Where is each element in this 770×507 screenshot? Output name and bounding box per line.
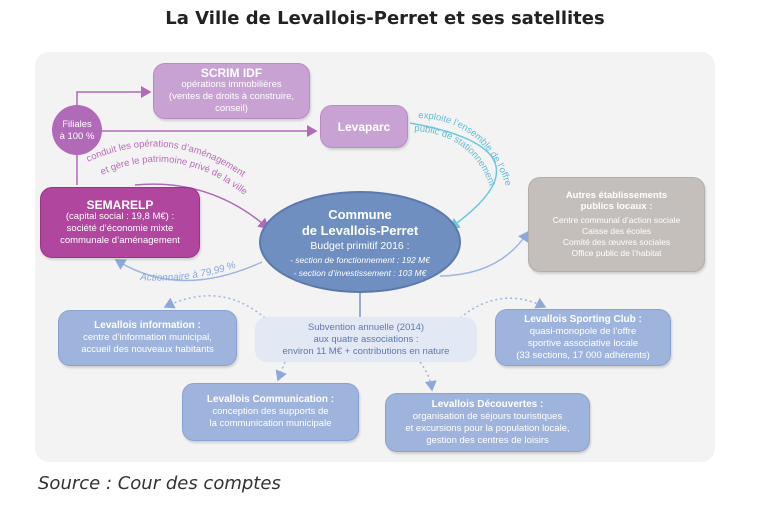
levallois-information-box: Levallois information : centre d’informa…	[58, 310, 237, 366]
decouvertes-line: et excursions pour la population locale,	[405, 422, 570, 434]
autres-line: Caisse des écoles	[582, 226, 651, 236]
subvention-line: Subvention annuelle (2014)	[307, 321, 425, 333]
commune-budget-line: - section d’investissement : 103 M€	[293, 267, 427, 278]
scrim-line: conseil)	[215, 103, 248, 114]
subvention-box: Subvention annuelle (2014) aux quatre as…	[255, 317, 477, 362]
communication-line: la communication municipale	[209, 418, 332, 429]
autres-line: Comité des œuvres sociales	[562, 237, 671, 247]
levaparc-to-commune-arrow	[409, 122, 498, 229]
filiales-circle	[52, 105, 102, 155]
decouvertes-line: gestion des centres de loisirs	[426, 434, 549, 446]
semarelp-line: société d’économie mixte	[66, 222, 174, 234]
sporting-line: sportive associative locale	[527, 337, 639, 349]
actionnaire-label: Actionnaire à 79,99 %	[139, 260, 238, 284]
svg-text:public de stationnement: public de stationnement	[414, 123, 498, 188]
semarelp-box: SEMARELP (capital social : 19,8 M€) : so…	[40, 187, 200, 258]
decouvertes-name: Levallois Découvertes :	[431, 398, 544, 410]
autres-title-line1: Autres établissements	[565, 190, 668, 201]
commune-to-autres-arrow	[439, 230, 529, 277]
commune-ellipse	[259, 191, 461, 293]
scrim-line: opérations immobilières	[181, 79, 282, 90]
filiales-line1: Filiales	[62, 119, 92, 130]
decouvertes-line: organisation de séjours touristiques	[412, 410, 563, 422]
sporting-line: quasi-monopole de l’offre	[529, 325, 637, 337]
subvention-line: environ 11 M€ + contributions en nature	[282, 345, 450, 357]
sporting-name: Levallois Sporting Club :	[524, 313, 642, 325]
levallois-sporting-club-box: Levallois Sporting Club : quasi-monopole…	[495, 309, 671, 366]
info-line: centre d’information municipal,	[83, 332, 212, 343]
scrim-idf-box: SCRIM IDF opérations immobilières (vente…	[153, 63, 310, 119]
svg-text:Actionnaire à 79,99 %: Actionnaire à 79,99 %	[139, 260, 238, 284]
subvention-line: aux quatre associations :	[313, 333, 419, 345]
source-caption: Source : Cour des comptes	[38, 473, 281, 494]
info-line: accueil des nouveaux habitants	[81, 344, 214, 355]
commune-name-line2: de Levallois-Perret	[301, 222, 419, 238]
scrim-line: (ventes de droits à construire,	[168, 91, 295, 102]
communication-line: conception des supports de	[212, 406, 329, 417]
autres-line: Centre communal d’action sociale	[552, 215, 681, 225]
filiales-line2: à 100 %	[59, 131, 95, 142]
semarelp-to-commune-arrow	[134, 183, 270, 229]
filiales-to-scrim-arrow	[76, 86, 152, 105]
levallois-decouvertes-box: Levallois Découvertes : organisation de …	[385, 393, 590, 452]
levaparc-box: Levaparc	[320, 105, 408, 148]
semarelp-line: (capital social : 19,8 M€) :	[65, 210, 175, 222]
info-name: Levallois information :	[94, 320, 201, 331]
subvention-to-decouvertes-arrow	[419, 361, 437, 392]
levallois-communication-box: Levallois Communication : conception des…	[182, 383, 359, 441]
autres-line: Office public de l’habitat	[571, 248, 662, 258]
subvention-to-communication-arrow	[275, 361, 287, 382]
scrim-name: SCRIM IDF	[200, 66, 263, 80]
levaparc-name: Levaparc	[337, 119, 391, 134]
filiales-node: Filiales à 100 %	[52, 118, 102, 144]
autres-title-line2: publics locaux :	[580, 201, 653, 212]
commune-to-semarelp-arrow	[114, 259, 263, 282]
commune-name-line1: Commune	[328, 206, 392, 222]
commune-node: Commune de Levallois-Perret Budget primi…	[270, 200, 450, 286]
levaparc-role-line2: public de stationnement	[414, 123, 498, 188]
diagram-title: La Ville de Levallois-Perret et ses sate…	[165, 8, 605, 29]
commune-budget-line: - section de fonctionnement : 192 M€	[290, 254, 430, 265]
semarelp-line: communale d’aménagement	[60, 234, 180, 246]
commune-budget: Budget primitif 2016 :	[310, 239, 410, 252]
semarelp-name: SEMARELP	[86, 197, 154, 212]
sporting-line: (33 sections, 17 000 adhérents)	[516, 349, 650, 361]
communication-name: Levallois Communication :	[206, 394, 335, 405]
autres-etablissements-box: Autres établissements publics locaux : C…	[528, 177, 705, 272]
subvention-to-sporting-arrow	[459, 297, 547, 319]
